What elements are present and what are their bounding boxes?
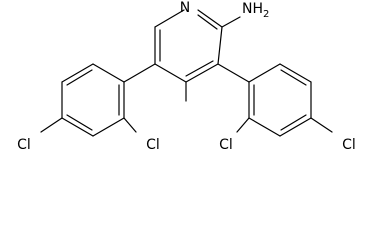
right-dichlorophenyl-ring [248,63,312,137]
bond-c4-c3 [185,63,219,83]
right-ring-bond-5 [279,63,312,83]
bond-c3-right-aryl [217,63,250,83]
chlorine-left-para-label: Cl [17,137,31,153]
chlorine-left-ortho-label: Cl [146,137,160,153]
left-ring-bond-1 [92,63,125,83]
left-ring-bond-4 [61,117,94,137]
chlorine-right-ortho-label: Cl [219,137,233,153]
left-ring-bond-2-inner [66,69,93,86]
amine-label: NH2 [242,1,269,20]
bond-left-ortho-cl [123,117,137,133]
bond-right-para-cl [310,117,333,133]
chlorine-right-para-label: Cl [342,137,356,153]
left-ring-bond-5 [92,117,125,137]
bond-right-ortho-cl [236,117,250,133]
bond-left-para-cl [40,117,63,133]
bond-n-c2 [197,9,223,28]
bond-c3-c2 [217,26,223,65]
bond-c4-c3-inner [185,60,214,77]
amine-label-main: NH [242,1,263,17]
left-dichlorophenyl-ring [61,63,125,137]
left-ring-bond-4-inner [66,114,93,131]
bond-n-c6 [154,9,185,28]
right-ring-bond-2 [248,117,281,137]
bond-c5-c4 [154,63,187,83]
amine-label-subscript: 2 [263,9,269,20]
right-ring-bond-6 [248,63,281,83]
right-ring-bond-5-inner [280,69,307,86]
bond-c2-amine [221,16,241,28]
pyridine-ring [154,9,223,83]
bond-c5-left-aryl [123,63,156,83]
left-ring-bond-2 [61,63,94,83]
right-ring-bond-3 [279,117,312,137]
nitrogen-label: N [180,0,190,16]
structure-diagram: N NH2 Cl Cl Cl Cl [17,0,356,153]
bond-n-c2-inner [197,14,218,30]
right-ring-bond-3-inner [280,114,307,131]
